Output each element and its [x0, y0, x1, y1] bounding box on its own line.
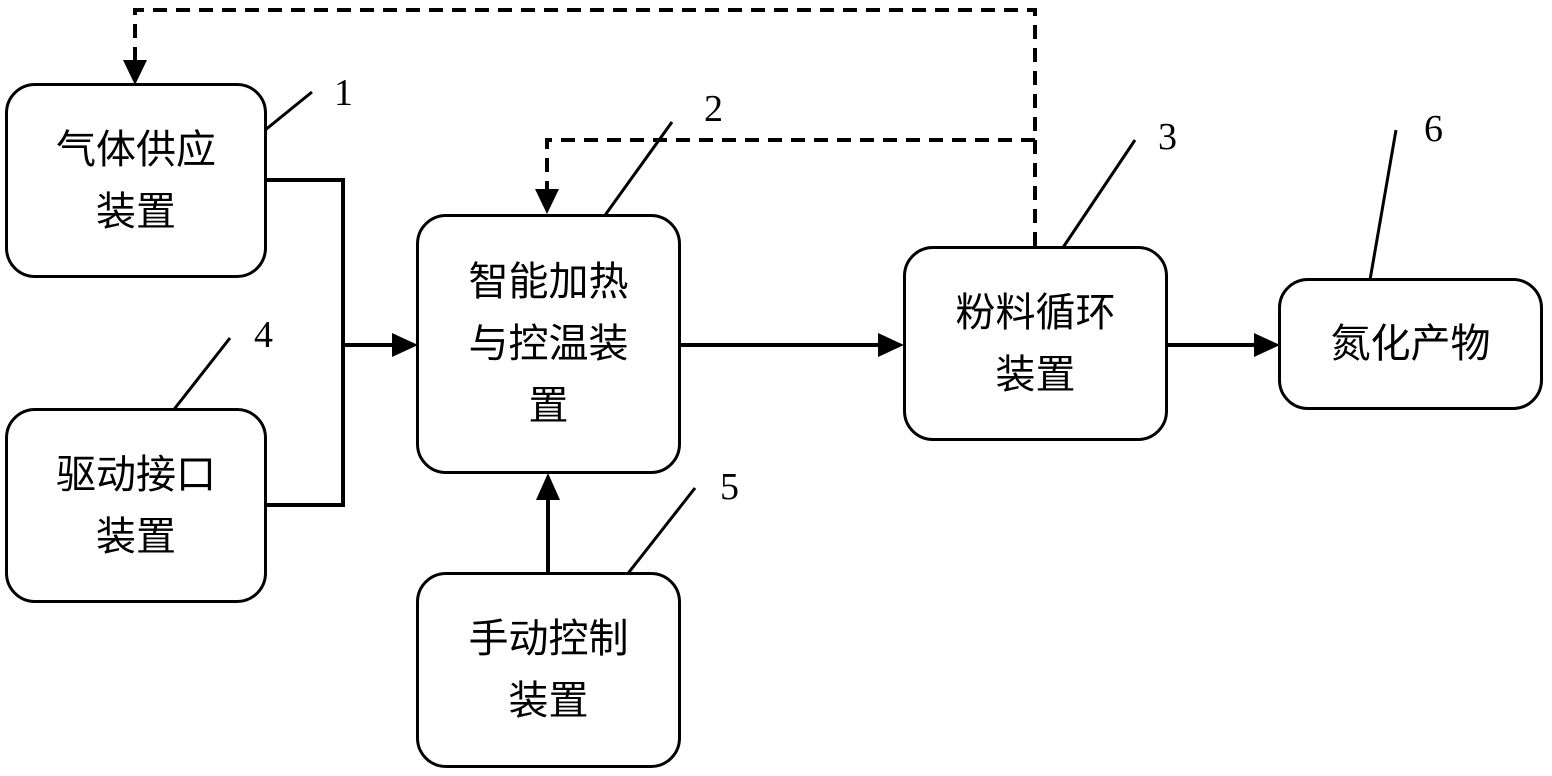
connector-gas-to-junction: [266, 180, 343, 345]
arrowhead-into-product: [1254, 333, 1280, 357]
callout-number-5: 5: [720, 468, 739, 506]
heating-control-box: 智能加热 与控温装 置: [416, 214, 681, 474]
manual-control-label-line2: 装置: [509, 670, 589, 732]
drive-interface-label-line1: 驱动接口: [56, 444, 216, 506]
gas-supply-box: 气体供应 装置: [5, 83, 267, 278]
drive-interface-box: 驱动接口 装置: [5, 408, 267, 603]
leader-line-6: [1370, 130, 1396, 280]
powder-circulation-label-line2: 装置: [996, 344, 1076, 406]
nitride-product-label: 氮化产物: [1331, 313, 1491, 375]
callout-number-6: 6: [1424, 110, 1443, 148]
powder-circulation-label-line1: 粉料循环: [956, 282, 1116, 344]
callout-number-3: 3: [1158, 118, 1177, 156]
callout-number-4: 4: [254, 316, 273, 354]
gas-supply-label-line1: 气体供应: [56, 119, 216, 181]
arrowhead-into-powder: [878, 333, 904, 357]
feedback-powder-to-gas: [135, 10, 1035, 246]
callout-number-1: 1: [334, 74, 353, 112]
arrowhead-feedback-gas: [123, 60, 147, 85]
callout-number-2: 2: [704, 90, 723, 128]
leader-line-2: [598, 122, 672, 225]
drive-interface-label-line2: 装置: [96, 506, 176, 568]
nitride-product-box: 氮化产物: [1278, 278, 1543, 410]
powder-circulation-box: 粉料循环 装置: [903, 246, 1168, 441]
leader-line-3: [1060, 140, 1135, 252]
arrowhead-into-heating-bottom: [536, 473, 560, 500]
gas-supply-label-line2: 装置: [96, 181, 176, 243]
connector-drive-to-junction: [266, 345, 343, 505]
feedback-powder-to-heating: [547, 140, 1035, 192]
manual-control-label-line1: 手动控制: [469, 608, 629, 670]
heating-control-label-line1: 智能加热: [469, 251, 629, 313]
heating-control-label-line3: 置: [529, 375, 569, 437]
heating-control-label-line2: 与控温装: [469, 313, 629, 375]
manual-control-box: 手动控制 装置: [416, 572, 681, 768]
arrowhead-into-heating: [392, 333, 418, 357]
arrowhead-feedback-heating: [535, 189, 559, 214]
